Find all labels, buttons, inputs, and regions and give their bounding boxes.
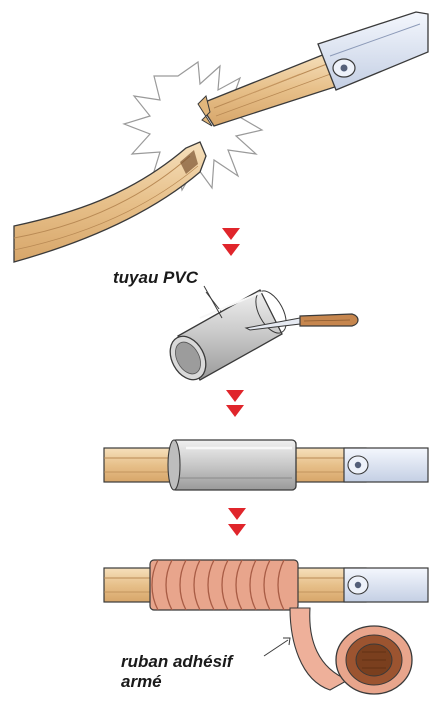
tape-label-line2: armé bbox=[121, 672, 162, 692]
broken-shaft-upper bbox=[198, 12, 428, 126]
down-arrow-1 bbox=[222, 228, 240, 256]
pvc-pipe-label: tuyau PVC bbox=[113, 268, 198, 288]
broken-shaft-lower bbox=[14, 142, 206, 262]
down-arrow-2 bbox=[226, 390, 244, 417]
tape-label-line1: ruban adhésif bbox=[121, 652, 232, 672]
down-arrow-3 bbox=[228, 508, 246, 536]
shaft-with-sleeve bbox=[104, 440, 428, 490]
pvc-pipe bbox=[163, 286, 358, 386]
